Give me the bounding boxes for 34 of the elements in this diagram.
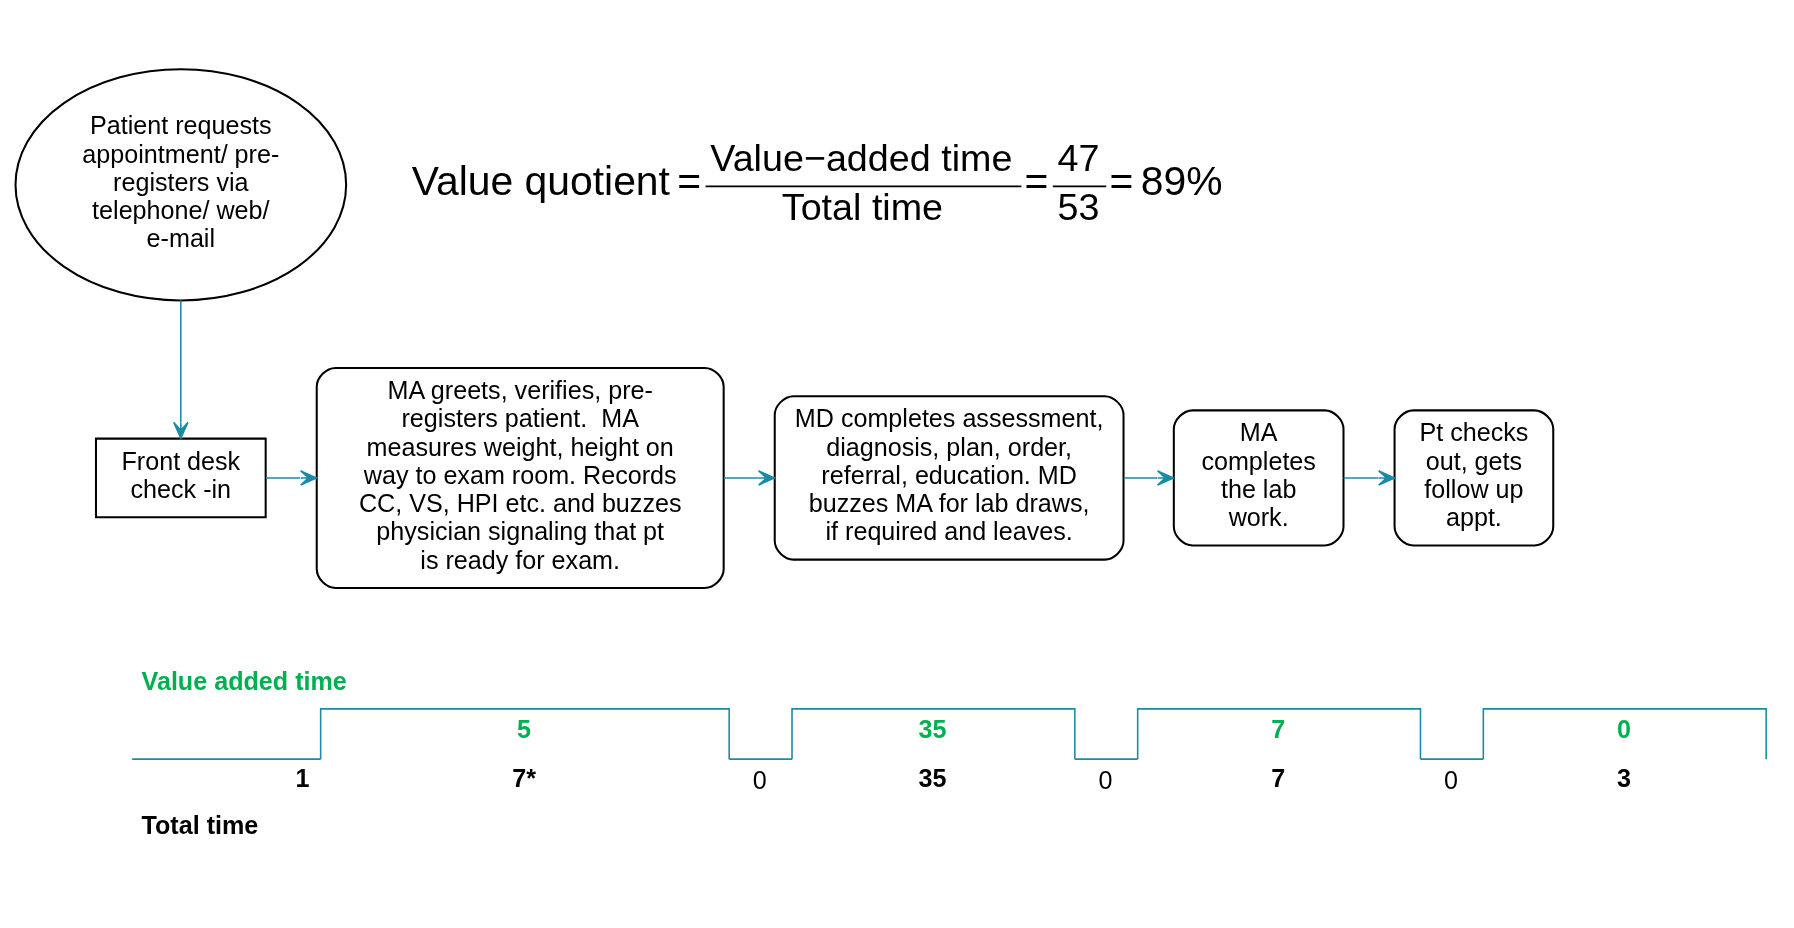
label: 0 [1444,765,1459,794]
arrow [1123,469,1175,486]
label: Value−added time [710,136,1013,179]
label: 1 [295,763,310,792]
label: 3 [1616,763,1631,792]
label: Total time [781,185,944,228]
node-box: MA greets, verifies, pre-registers patient. MA measures weight, height on way to exam room. Records CC, VS, HPI etc. and buzzes physician signaling that pt is ready for exam. [315,366,725,589]
node-ellipse: Patient requests appointment/ pre-registers via telephone/ web/ e-mail [14,67,348,301]
label: = [1024,157,1049,204]
label: 7 [1271,714,1286,743]
label: 35 [918,763,947,792]
label: Value quotient [411,157,670,204]
node-box: MA completes the lab work. [1172,408,1345,546]
arrow [1342,469,1396,486]
label: 5 [517,714,532,743]
node-box: Pt checks out, gets follow up appt. [1393,408,1555,546]
label: = [677,157,702,204]
label: 89% [1140,157,1223,204]
label: 0 [752,765,767,794]
label: 7 [1271,763,1286,792]
label: Total time [141,810,259,839]
label: 35 [918,714,947,743]
label: = [1109,157,1134,204]
arrow [723,469,776,486]
label: Value added time [141,666,347,695]
arrow [172,299,189,439]
node-box: MD completes assessment, diagnosis, plan, order, referral, education. MD buzzes MA for lab draws, if required and leaves. [773,394,1125,561]
label: 53 [1057,185,1100,228]
arrow [265,469,318,486]
label: 0 [1616,714,1631,743]
node-box: Front desk check -in [94,437,267,518]
label: 0 [1098,765,1113,794]
label: 7* [512,763,537,792]
label: 47 [1057,136,1100,179]
